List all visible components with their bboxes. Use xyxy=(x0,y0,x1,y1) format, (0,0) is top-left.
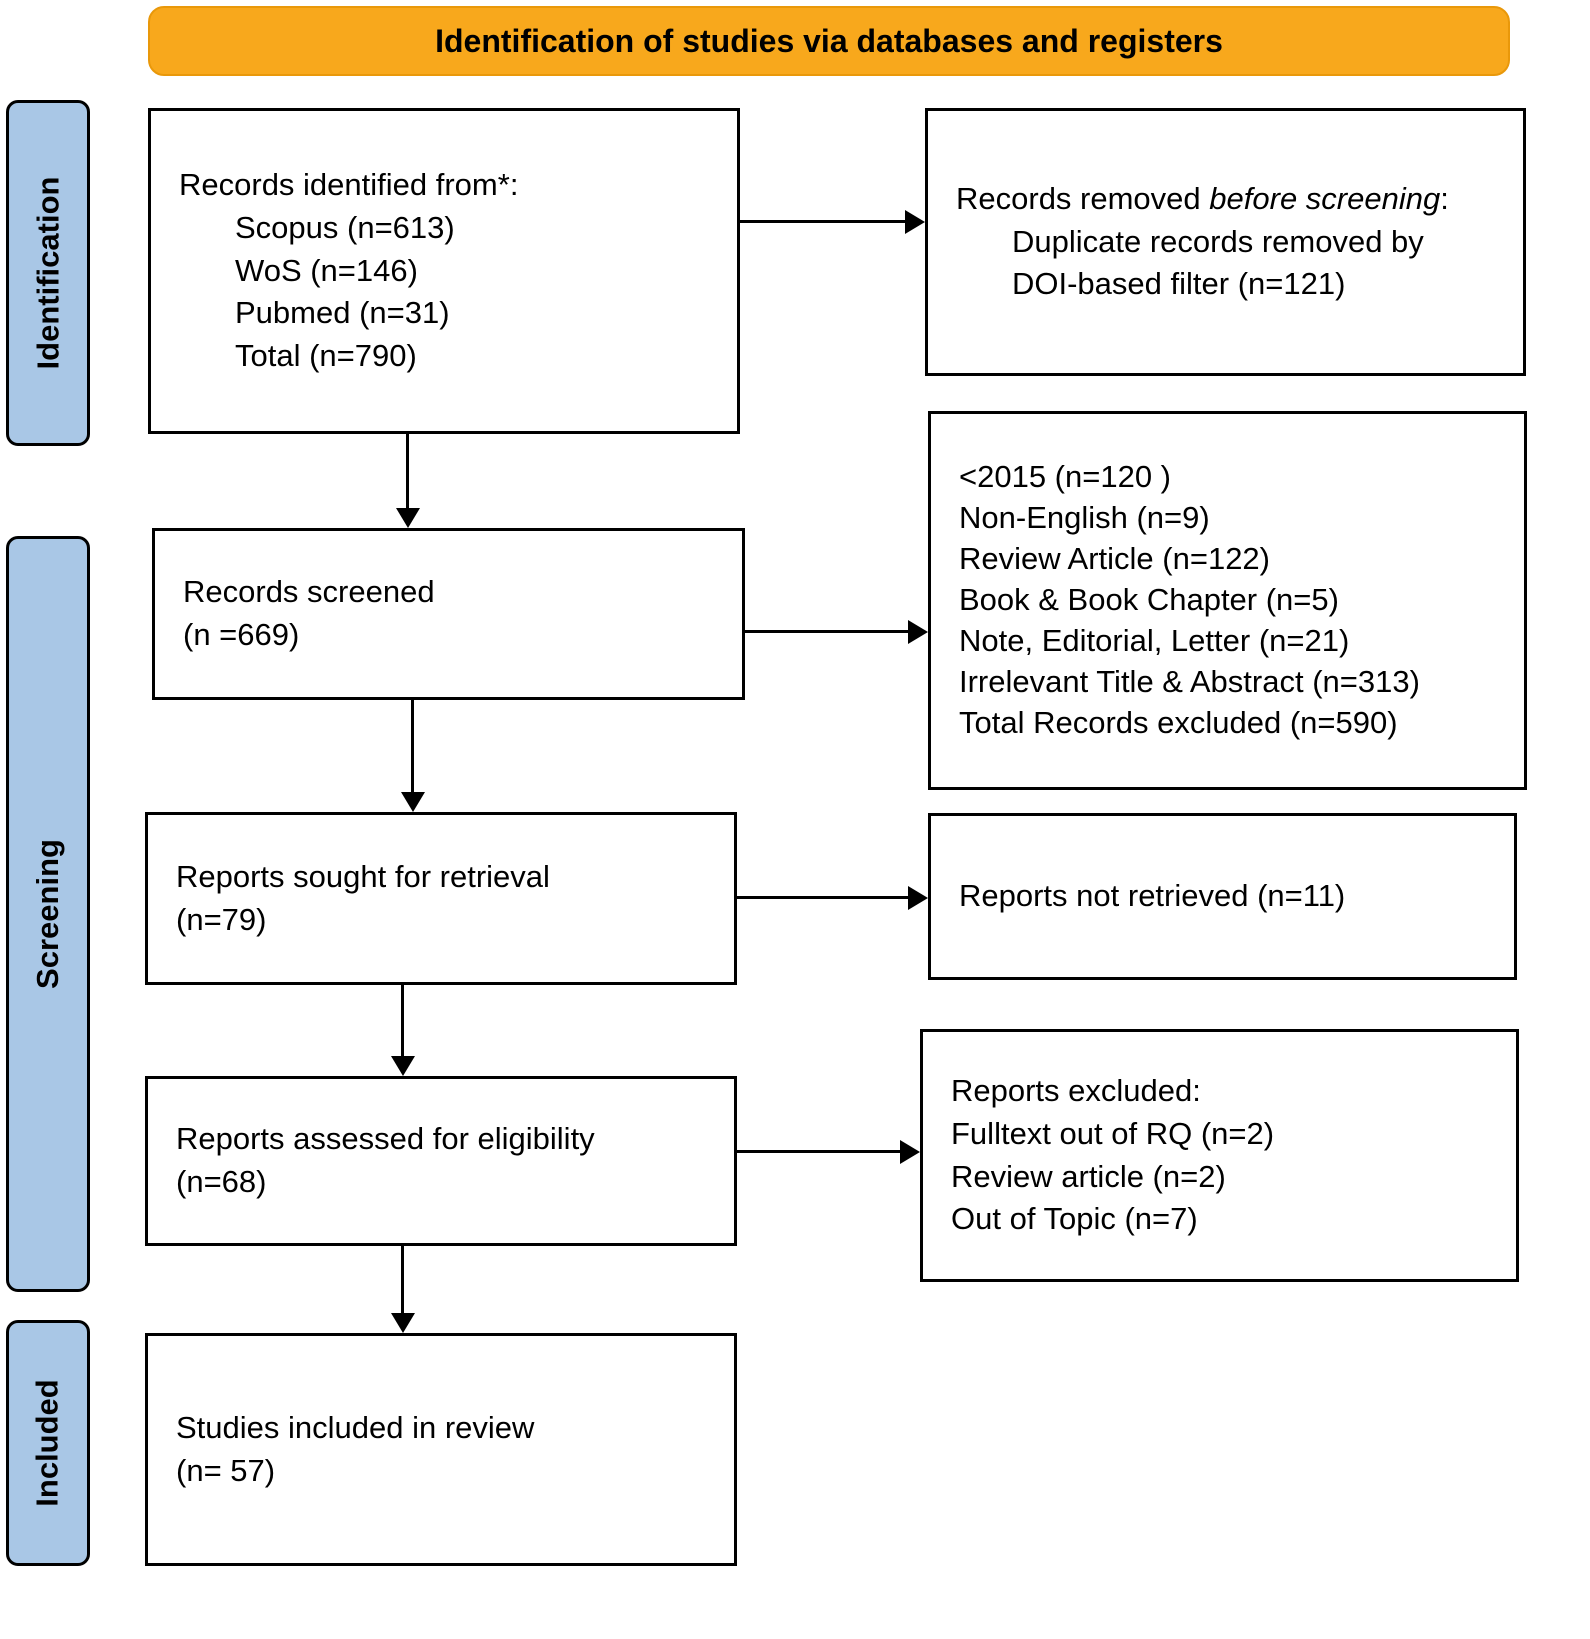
stage-label-text: Included xyxy=(30,1379,66,1507)
box-line: Reports excluded: xyxy=(951,1072,1201,1108)
box-line: <2015 (n=120 ) xyxy=(959,459,1172,495)
box-line: (n=79) xyxy=(176,901,267,937)
box-reports-excluded: Reports excluded: Fulltext out of RQ (n=… xyxy=(920,1029,1519,1282)
box-line: Studies included in review xyxy=(176,1409,535,1445)
box-line: Total (n=790) xyxy=(235,338,417,374)
flow-arrow-down-icon xyxy=(390,985,415,1076)
box-line: (n= 57) xyxy=(176,1452,276,1488)
box-line: Review article (n=2) xyxy=(951,1158,1226,1194)
box-records-screened: Records screened (n =669) xyxy=(152,528,745,700)
flow-arrow-down-icon xyxy=(395,434,420,528)
box-records-identified: Records identified from*: Scopus (n=613)… xyxy=(148,108,740,434)
box-reports-not-retrieved: Reports not retrieved (n=11) xyxy=(928,813,1517,980)
flow-arrow-right-icon xyxy=(745,619,928,644)
box-line: Review Article (n=122) xyxy=(959,541,1270,577)
box-line: Reports sought for retrieval xyxy=(176,858,550,894)
stage-label-text: Identification xyxy=(30,176,66,370)
box-line: Scopus (n=613) xyxy=(235,209,455,245)
box-line: (n=68) xyxy=(176,1164,267,1199)
flow-arrow-right-icon xyxy=(737,885,928,910)
box-line: Out of Topic (n=7) xyxy=(951,1201,1198,1237)
box-line: Fulltext out of RQ (n=2) xyxy=(951,1115,1275,1151)
box-line: WoS (n=146) xyxy=(235,252,418,288)
stage-label-identification: Identification xyxy=(6,100,90,446)
box-line: Total Records excluded (n=590) xyxy=(959,704,1398,740)
box-reports-assessed: Reports assessed for eligibility (n=68) xyxy=(145,1076,737,1246)
box-line: Note, Editorial, Letter (n=21) xyxy=(959,622,1350,658)
flow-arrow-right-icon xyxy=(740,209,925,234)
box-line: Reports not retrieved (n=11) xyxy=(959,878,1346,914)
heading-text: Records removed xyxy=(956,180,1210,216)
stage-label-included: Included xyxy=(6,1320,90,1566)
box-line: Records screened xyxy=(183,574,435,610)
box-records-excluded: <2015 (n=120 ) Non-English (n=9) Review … xyxy=(928,411,1527,790)
stage-label-text: Screening xyxy=(30,839,66,989)
box-line: Duplicate records removed by DOI-based f… xyxy=(1012,223,1424,302)
stage-label-screening: Screening xyxy=(6,536,90,1292)
box-line: Pubmed (n=31) xyxy=(235,295,450,331)
heading-text-italic: before screening xyxy=(1209,180,1441,216)
banner-title: Identification of studies via databases … xyxy=(148,6,1510,76)
heading-text: : xyxy=(1440,180,1449,216)
flow-arrow-down-icon xyxy=(400,700,425,812)
box-heading: Records identified from*: xyxy=(179,167,519,203)
box-line: Irrelevant Title & Abstract (n=313) xyxy=(959,663,1420,699)
box-line: (n =669) xyxy=(183,617,300,652)
box-records-removed: Records removed before screening: Duplic… xyxy=(925,108,1526,376)
box-studies-included: Studies included in review (n= 57) xyxy=(145,1333,737,1566)
flow-arrow-right-icon xyxy=(737,1139,920,1164)
box-line: Non-English (n=9) xyxy=(959,500,1210,536)
box-heading: Records removed before screening: xyxy=(956,178,1493,221)
box-line: Book & Book Chapter (n=5) xyxy=(959,582,1339,618)
box-line: Reports assessed for eligibility xyxy=(176,1121,595,1157)
box-reports-sought: Reports sought for retrieval (n=79) xyxy=(145,812,737,985)
flow-arrow-down-icon xyxy=(390,1246,415,1333)
